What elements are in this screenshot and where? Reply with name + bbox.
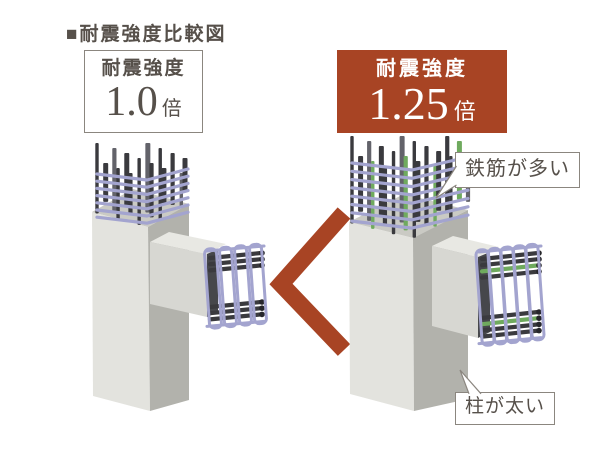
page-title: ■耐震強度比較図 xyxy=(66,24,227,45)
right-beam-rebar-cage-icon xyxy=(474,242,546,347)
left-strength-label: 耐震強度 xyxy=(101,58,186,79)
left-strength-unit: 倍 xyxy=(161,97,182,120)
less-than-symbol xyxy=(269,207,351,356)
callout-thicker-column: 柱が太い xyxy=(455,392,556,425)
left-column-rebar-cage-icon xyxy=(95,143,190,225)
right-strength-value: 1.25 xyxy=(368,78,449,129)
left-strength-value: 1.0 xyxy=(105,78,158,125)
right-strength-label: 耐震強度 xyxy=(376,58,468,80)
callout-more-rebar: 鉄筋が多い xyxy=(455,152,580,188)
left-beam-rebar-cage-icon xyxy=(203,242,268,330)
right-strength-unit: 倍 xyxy=(453,99,476,124)
right-beam-front-face xyxy=(432,246,478,338)
left-column-front-face xyxy=(92,212,150,411)
right-column-front-face xyxy=(349,222,414,411)
left-beam-concrete xyxy=(150,232,226,317)
left-beam-front-face xyxy=(150,242,207,317)
